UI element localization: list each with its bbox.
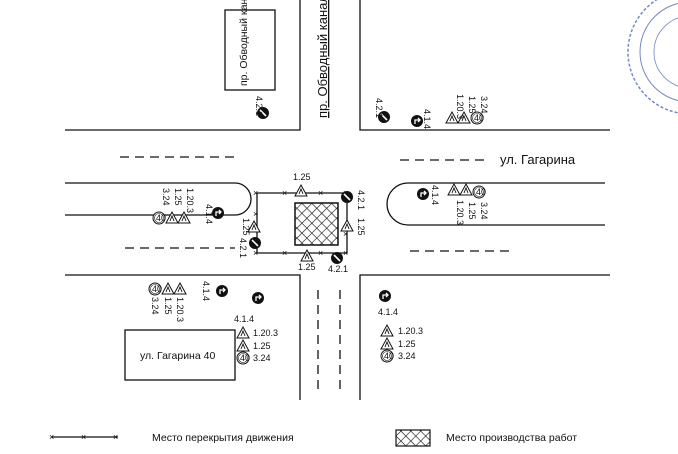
street-label-gagarina: ул. Гагарина xyxy=(500,152,576,167)
svg-text:×: × xyxy=(253,248,258,258)
svg-text:пр. Обводный канал 123: пр. Обводный канал 123 xyxy=(238,0,250,86)
sign-1-25-bottom: 1.25 xyxy=(298,249,316,272)
svg-text:Место производства работ: Место производства работ xyxy=(446,432,577,444)
svg-text:3.24: 3.24 xyxy=(253,353,271,363)
sign-4-2-1-left: 4.2.1 xyxy=(238,236,262,258)
svg-text:1.25: 1.25 xyxy=(173,188,183,206)
svg-text:1.20.3: 1.20.3 xyxy=(455,94,465,119)
svg-text:3.24: 3.24 xyxy=(479,202,489,220)
svg-text:4.1.4: 4.1.4 xyxy=(201,281,211,301)
svg-text:×: × xyxy=(282,188,287,198)
svg-text:1.20.3: 1.20.3 xyxy=(185,188,195,213)
svg-text:1.25: 1.25 xyxy=(467,96,477,114)
sign-group-right-island: 4.1.4 40 1.20.3 1.25 3.24 xyxy=(416,183,489,225)
legend-work: Место производства работ xyxy=(395,429,577,447)
building-north: пр. Обводный канал 123 xyxy=(224,0,276,91)
svg-text:×: × xyxy=(81,432,86,442)
svg-text:4.1.4: 4.1.4 xyxy=(430,185,440,205)
closure-barrier: ×××× ×××× ×× xyxy=(253,188,348,258)
svg-text:1.25: 1.25 xyxy=(398,339,416,349)
svg-text:1.25: 1.25 xyxy=(293,172,311,182)
sign-1-25-right: 1.25 xyxy=(340,218,366,236)
sign-group-ne: 4.1.4 40 1.20.3 1.25 3.24 xyxy=(410,94,489,129)
svg-text:3.24: 3.24 xyxy=(161,188,171,206)
svg-text:×: × xyxy=(49,432,54,442)
svg-text:1.20.3: 1.20.3 xyxy=(253,328,278,338)
svg-text:ул. Гагарина 40: ул. Гагарина 40 xyxy=(140,350,215,362)
svg-text:×: × xyxy=(343,229,348,239)
sign-4-2-1-nw: 4.2.1 xyxy=(254,96,270,120)
svg-text:4.1.4: 4.1.4 xyxy=(378,307,398,317)
svg-text:1.25: 1.25 xyxy=(163,297,173,315)
svg-text:1.25: 1.25 xyxy=(356,218,366,236)
sign-stack-south-right: 4.1.4 1.20.3 1.25 40 3.24 xyxy=(378,289,423,363)
svg-text:1.25: 1.25 xyxy=(298,262,316,272)
svg-text:40: 40 xyxy=(476,187,486,197)
svg-text:3.24: 3.24 xyxy=(479,96,489,114)
svg-text:×: × xyxy=(253,188,258,198)
svg-text:40: 40 xyxy=(152,284,162,294)
svg-text:3.24: 3.24 xyxy=(150,297,160,315)
work-zone xyxy=(294,202,339,246)
street-label-obvodny: пр. Обводный канал xyxy=(315,0,330,118)
svg-text:1.20.3: 1.20.3 xyxy=(455,200,465,225)
svg-text:1.25: 1.25 xyxy=(467,202,477,220)
svg-text:40: 40 xyxy=(384,351,394,361)
svg-text:×: × xyxy=(282,248,287,258)
svg-text:4.2.1: 4.2.1 xyxy=(254,96,264,116)
svg-text:4.2.1: 4.2.1 xyxy=(328,264,348,274)
svg-text:1.20.3: 1.20.3 xyxy=(175,297,185,322)
svg-text:1.20.3: 1.20.3 xyxy=(398,326,423,336)
sign-4-2-1-bottom: 4.2.1 xyxy=(328,251,348,274)
svg-text:40: 40 xyxy=(156,213,166,223)
svg-text:×: × xyxy=(113,432,118,442)
sign-1-25-top: 1.25 xyxy=(293,172,311,197)
legend-closure: × × × Место перекрытия движения xyxy=(49,432,294,444)
svg-text:4.1.4: 4.1.4 xyxy=(204,204,214,224)
sign-group-sw: 40 3.24 1.25 1.20.3 4.1.4 xyxy=(148,281,229,322)
sign-group-left-island: 4.1.4 40 3.24 1.25 1.20.3 xyxy=(152,188,225,225)
svg-text:4.2.1: 4.2.1 xyxy=(238,238,248,258)
svg-text:Место перекрытия движения: Место перекрытия движения xyxy=(152,432,294,444)
sign-1-25-left: 1.25 xyxy=(241,218,261,236)
svg-text:40: 40 xyxy=(240,353,250,363)
svg-text:4.1.4: 4.1.4 xyxy=(234,314,254,324)
svg-text:4.1.4: 4.1.4 xyxy=(422,109,432,129)
sign-4-2-1-ne-corner: 4.2.1 xyxy=(374,98,391,124)
svg-text:×: × xyxy=(318,188,323,198)
svg-text:3.24: 3.24 xyxy=(398,351,416,361)
svg-text:4.2.1: 4.2.1 xyxy=(356,190,366,210)
building-south: ул. Гагарина 40 xyxy=(124,329,236,381)
svg-text:1.25: 1.25 xyxy=(253,341,271,351)
stamp xyxy=(627,0,678,114)
svg-text:1.25: 1.25 xyxy=(241,218,251,236)
svg-text:40: 40 xyxy=(474,113,484,123)
svg-text:×: × xyxy=(253,209,258,219)
roads xyxy=(65,0,610,400)
svg-text:4.2.1: 4.2.1 xyxy=(374,98,384,118)
svg-text:×: × xyxy=(343,248,348,258)
svg-text:×: × xyxy=(318,248,323,258)
sign-4-1-4-south-road xyxy=(251,291,265,305)
sign-4-2-1-ne: 4.2.1 xyxy=(340,190,366,210)
